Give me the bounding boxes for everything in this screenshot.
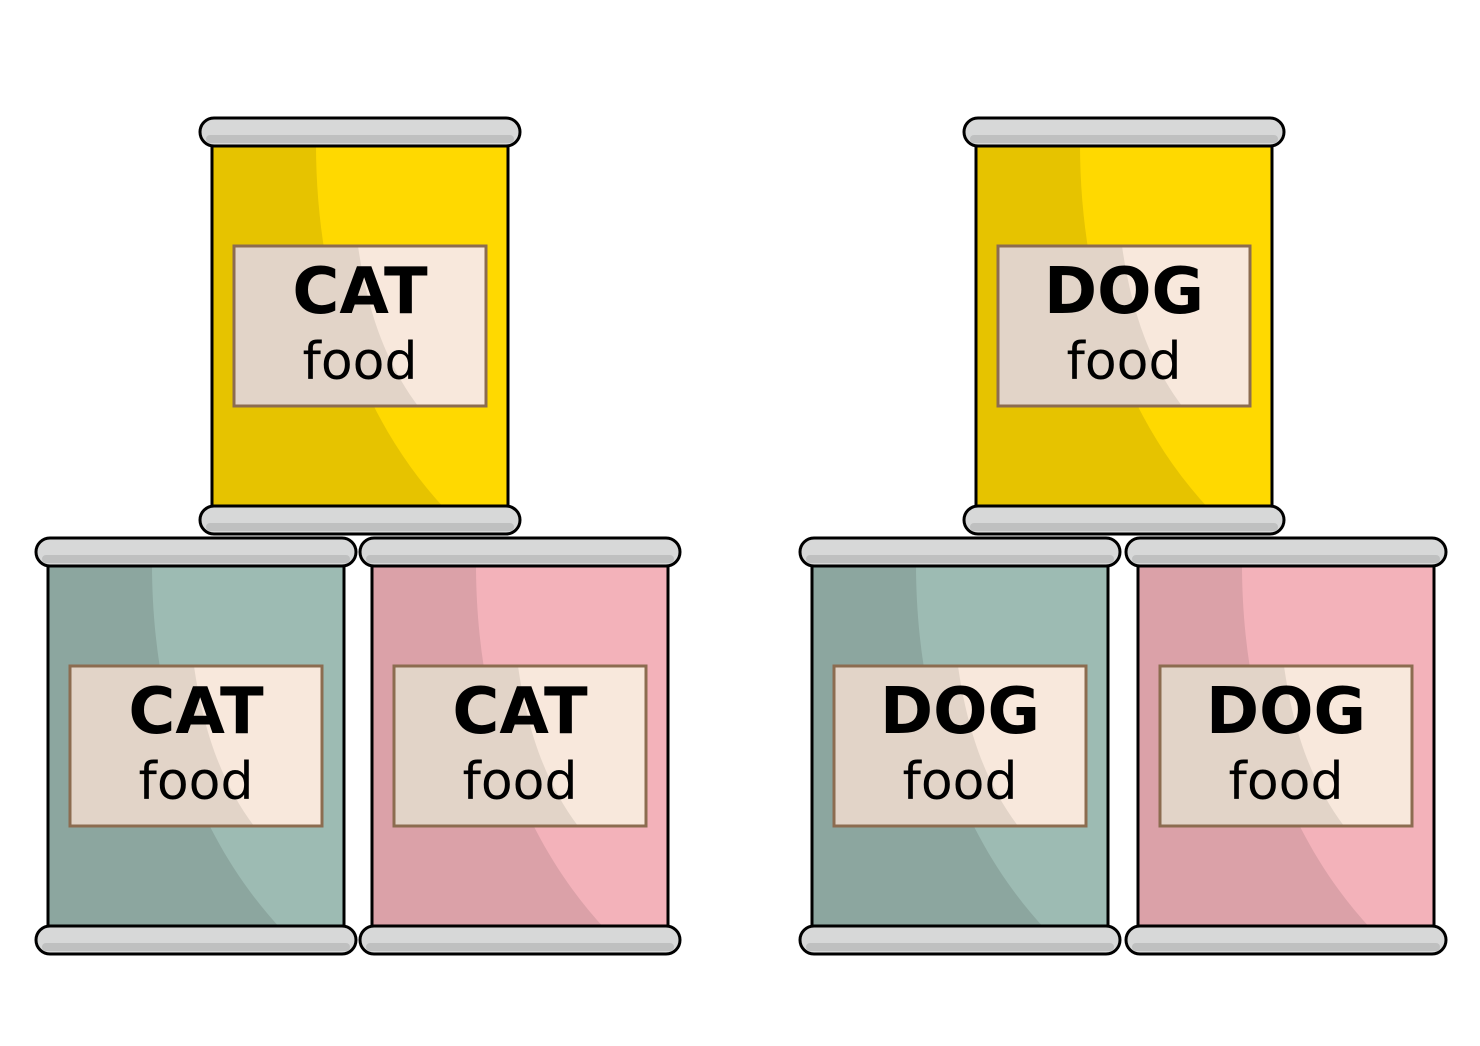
can-brand-text: DOG	[1043, 255, 1205, 329]
can-label: DOG food	[834, 666, 1086, 826]
can-bottom-rim	[358, 924, 682, 956]
can-label-panel	[392, 664, 648, 828]
dog-food-can-top: DOG food	[962, 116, 1286, 536]
can-label: DOG food	[1160, 666, 1412, 826]
dog-food-can-bottom-left: DOG food	[798, 536, 1122, 956]
can-top-rim	[198, 116, 522, 148]
cat-food-can-top: CAT food	[198, 116, 522, 536]
can-top-rim	[798, 536, 1122, 568]
can-kind-text: food	[1228, 752, 1344, 812]
can-top-rim	[358, 536, 682, 568]
can-artwork	[962, 116, 1286, 536]
can-bottom-rim	[962, 504, 1286, 536]
can-kind-text: food	[138, 752, 254, 812]
can-label-panel	[68, 664, 324, 828]
can-artwork	[358, 536, 682, 956]
can-kind-text: food	[462, 752, 578, 812]
cat-food-can-bottom-left: CAT food	[34, 536, 358, 956]
can-artwork	[1124, 536, 1448, 956]
can-brand-text: CAT	[128, 675, 264, 749]
can-label-panel	[232, 244, 488, 408]
can-label: CAT food	[394, 666, 646, 826]
can-top-rim	[962, 116, 1286, 148]
can-label: DOG food	[998, 246, 1250, 406]
can-label-panel	[1158, 664, 1414, 828]
can-brand-text: DOG	[879, 675, 1041, 749]
can-label: CAT food	[234, 246, 486, 406]
can-brand-text: CAT	[292, 255, 428, 329]
can-label-panel	[832, 664, 1088, 828]
can-kind-text: food	[302, 332, 418, 392]
can-artwork	[34, 536, 358, 956]
can-kind-text: food	[1066, 332, 1182, 392]
can-bottom-rim	[798, 924, 1122, 956]
dog-food-can-bottom-right: DOG food	[1124, 536, 1448, 956]
can-top-rim	[34, 536, 358, 568]
can-brand-text: DOG	[1205, 675, 1367, 749]
can-bottom-rim	[34, 924, 358, 956]
can-bottom-rim	[198, 504, 522, 536]
can-label-panel	[996, 244, 1252, 408]
can-artwork	[798, 536, 1122, 956]
can-bottom-rim	[1124, 924, 1448, 956]
can-kind-text: food	[902, 752, 1018, 812]
can-artwork	[198, 116, 522, 536]
cat-food-can-bottom-right: CAT food	[358, 536, 682, 956]
can-top-rim	[1124, 536, 1448, 568]
can-brand-text: CAT	[452, 675, 588, 749]
can-label: CAT food	[70, 666, 322, 826]
